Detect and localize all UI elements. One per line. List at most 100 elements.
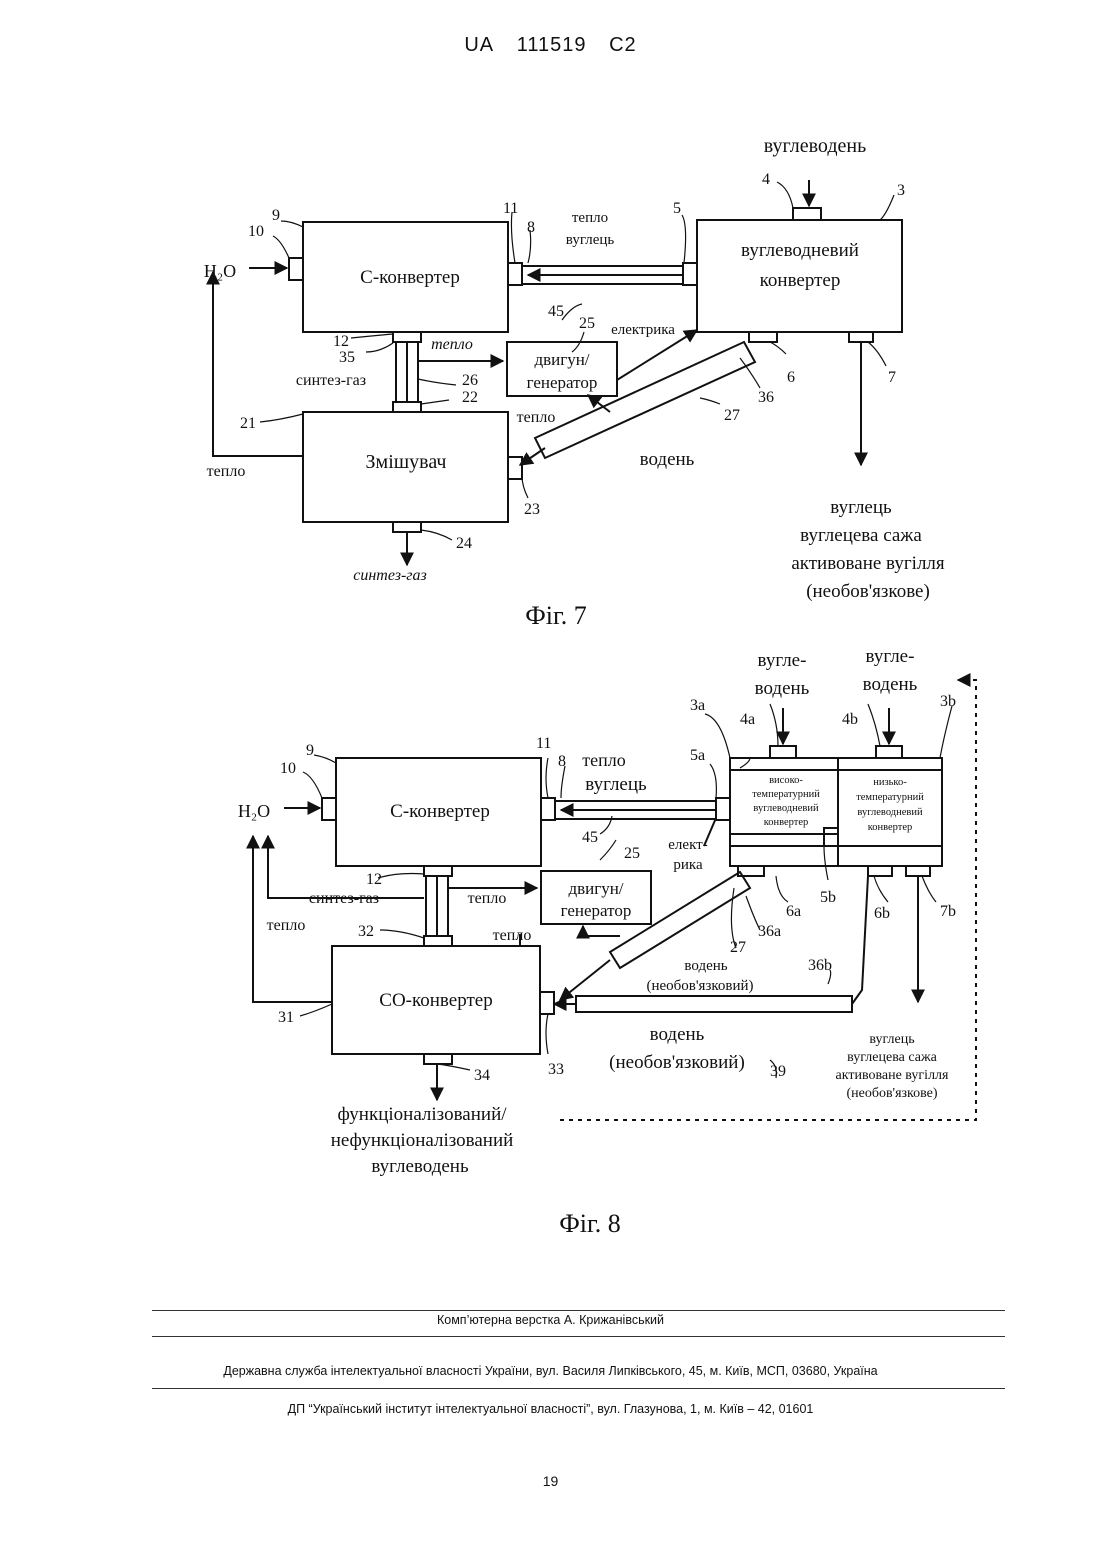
lo-label-3: вуглеводневий [857,807,923,818]
header-country: UA [464,34,494,56]
label-hydrogen-a-1: водень [684,958,727,974]
label-electricity-1: елект- [668,837,707,853]
ref-6a: 6a [786,903,801,920]
engine-label-1: двигун/ [568,879,623,898]
hi-label-4: конвертер [764,817,809,828]
lo-label-2: температурний [856,792,924,803]
ref-3: 3 [897,182,905,199]
ref-6: 6 [787,369,795,386]
ref-45: 45 [548,303,564,320]
label-electricity: електрика [611,322,675,338]
ref-26: 26 [462,372,478,389]
patent-header: UA 111519 C2 [0,34,1101,57]
ref-23: 23 [524,501,540,518]
label-hydrocarbon-a-2: водень [755,678,810,699]
label-h2o: H₂O [204,261,236,281]
label-hydrocarbon-a-1: вугле- [758,650,807,671]
label-hydrogen: водень [640,449,695,470]
label-products-4: (необов'язкове) [846,1086,937,1101]
label-heat-1: тепло [431,336,473,353]
ref-34: 34 [474,1067,490,1084]
hi-label-3: вуглеводневий [753,803,819,814]
label-heat-left: тепло [267,917,306,934]
ref-32: 32 [358,923,374,940]
lo-label-1: низько- [873,777,907,788]
ref-12: 12 [333,333,349,350]
ref-8: 8 [558,753,566,770]
label-hydrocarbon: вуглеводень [764,135,866,157]
label-syngas: синтез-газ [309,890,379,907]
figure-7: С-конвертер вуглеводневий конвертер Зміш… [0,120,1101,640]
engine-label-2: генератор [561,901,632,920]
ref-12: 12 [366,871,382,888]
ref-11: 11 [536,735,551,752]
lo-label-4: конвертер [868,822,913,833]
ref-25: 25 [624,845,640,862]
ref-7: 7 [888,369,896,386]
label-hydrogen-b-1: водень [650,1024,705,1045]
label-hydrogen-b-2: (необов'язковий) [609,1052,745,1073]
header-kind: C2 [609,34,637,56]
ref-21: 21 [240,415,256,432]
ref-5b: 5b [820,889,836,906]
mixer-label: Змішувач [366,451,447,473]
label-heat-2: тепло [493,927,532,944]
label-output-3: вуглеводень [371,1156,469,1177]
engine-label-1: двигун/ [534,350,589,369]
ref-11: 11 [503,200,518,217]
footer-service: Державна служба інтелектуальної власност… [0,1364,1101,1378]
label-heat-1: тепло [468,890,507,907]
label-output-2: нефункціоналізований [331,1130,514,1151]
label-hydrogen-a-2: (необов'язковий) [646,978,753,994]
ref-36: 36 [758,389,774,406]
ref-6b: 6b [874,905,890,922]
ref-39: 39 [770,1063,786,1080]
label-h2o: H₂O [238,801,270,821]
label-heat-carbon-2: вуглець [566,232,615,248]
label-products-2: вуглецева сажа [847,1050,937,1065]
label-heat-3: тепло [207,463,246,480]
ref-31: 31 [278,1009,294,1026]
hc-converter-label-2: конвертер [760,270,841,291]
ref-4b: 4b [842,711,858,728]
ref-5a: 5a [690,747,705,764]
ref-3b: 3b [940,693,956,710]
label-heat-carbon-1: тепло [572,210,608,226]
label-syngas-1: синтез-газ [296,372,366,389]
ref-3a: 3a [690,697,705,714]
ref-25: 25 [579,315,595,332]
page-number: 19 [0,1473,1101,1489]
ref-22: 22 [462,389,478,406]
hc-converter-label-1: вуглеводневий [741,240,859,261]
footer-rule-1 [152,1310,1005,1311]
ref-27: 27 [730,939,746,956]
label-heat-top: тепло [582,750,625,770]
header-number: 111519 [517,34,587,56]
ref-9: 9 [306,742,314,759]
label-output-1: функціоналізований/ [337,1104,507,1125]
ref-8: 8 [527,219,535,236]
ref-4: 4 [762,171,770,188]
ref-24: 24 [456,535,472,552]
footer-layout-credit: Комп’ютерна верстка А. Крижанівський [0,1313,1101,1327]
ref-10: 10 [248,223,264,240]
co-converter-label: СО-конвертер [379,990,492,1011]
hi-label-2: температурний [752,789,820,800]
label-carbon: вуглець [585,774,647,795]
c-converter-label: С-конвертер [390,801,490,822]
hi-label-1: високо- [769,775,803,786]
ref-10: 10 [280,760,296,777]
footer-rule-3 [152,1388,1005,1389]
engine-label-2: генератор [527,373,598,392]
ref-9: 9 [272,207,280,224]
label-electricity-2: рика [673,857,703,873]
label-products-1: вуглець [869,1032,914,1047]
label-products-3: активоване вугілля [791,553,945,574]
figure-8-caption: Фіг. 8 [559,1209,621,1238]
ref-36a: 36a [758,923,781,940]
ref-45: 45 [582,829,598,846]
c-converter-label: С-конвертер [360,267,460,288]
figure-7-caption: Фіг. 7 [525,601,587,630]
ref-5: 5 [673,200,681,217]
label-heat-2: тепло [517,409,556,426]
